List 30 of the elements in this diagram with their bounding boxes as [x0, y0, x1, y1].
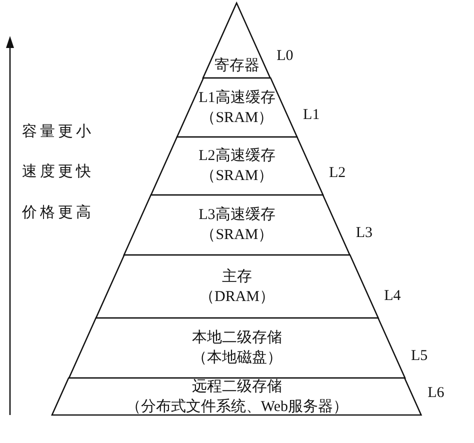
note-text: 容量更小 — [22, 122, 94, 141]
level-text: （DRAM） — [199, 288, 274, 306]
pyramid-level — [52, 378, 422, 415]
level-label: L6 — [428, 385, 444, 402]
level-text: （分布式文件系统、Web服务器） — [126, 398, 348, 416]
level-text: （本地磁盘） — [192, 348, 282, 368]
pyramid-level — [203, 3, 271, 78]
level-text: （SRAM） — [200, 108, 274, 128]
level-text: 寄存器 — [214, 56, 260, 76]
level-text: （SRAM） — [200, 167, 274, 186]
level-label: L1 — [303, 107, 320, 124]
note-text: 价格更高 — [22, 203, 94, 222]
level-text: 远程二级存储 — [192, 378, 282, 396]
pyramid-level — [150, 137, 323, 195]
level-label: L0 — [276, 48, 294, 65]
level-text: L2高速缓存 — [198, 146, 276, 166]
level-label: L4 — [384, 288, 401, 305]
level-label: L3 — [356, 225, 373, 242]
pyramid-level — [124, 195, 350, 255]
level-text: L3高速缓存 — [198, 205, 276, 225]
level-text: 本地二级存储 — [192, 328, 282, 348]
level-text: 主存 — [222, 267, 252, 286]
pyramid-level — [69, 318, 405, 378]
level-label: L5 — [411, 348, 428, 365]
pyramid-level — [176, 78, 298, 137]
note-text: 速度更快 — [22, 162, 94, 181]
level-label: L2 — [329, 165, 346, 182]
pyramid-level — [96, 255, 378, 318]
level-text: L1高速缓存 — [198, 88, 276, 108]
level-text: （SRAM） — [200, 226, 274, 245]
